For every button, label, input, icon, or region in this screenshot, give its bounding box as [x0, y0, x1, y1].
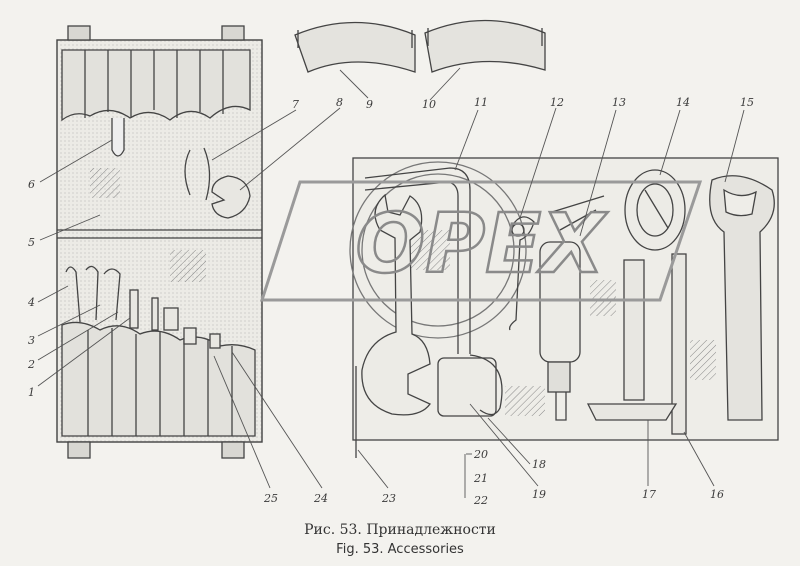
callout-22: 22	[473, 494, 488, 507]
callout-15: 15	[740, 96, 754, 109]
callout-1: 1	[28, 386, 35, 399]
tool-roll-case	[56, 25, 263, 459]
bearing-shell-9	[294, 21, 416, 73]
watermark: OPEX	[259, 180, 703, 302]
callout-2: 2	[27, 358, 35, 371]
caption-english: Fig. 53. Accessories	[336, 542, 464, 557]
callout-10: 10	[422, 98, 436, 111]
callout-4: 4	[27, 296, 35, 309]
callout-16: 16	[710, 488, 724, 501]
bearing-shell-10	[424, 19, 546, 73]
leader-lines	[37, 67, 745, 498]
callout-5: 5	[28, 236, 35, 249]
callout-6: 6	[28, 178, 35, 191]
callout-18: 18	[532, 458, 546, 471]
callout-23: 23	[381, 492, 396, 505]
callout-14: 14	[676, 96, 690, 109]
callout-17: 17	[642, 488, 656, 501]
callout-9: 9	[366, 98, 373, 111]
callout-24: 24	[313, 492, 328, 505]
callout-21: 21	[473, 472, 488, 485]
watermark-text: OPEX	[355, 197, 608, 292]
callout-11: 11	[474, 96, 488, 109]
callout-8: 8	[336, 96, 343, 109]
callout-13: 13	[612, 96, 626, 109]
callout-19: 19	[532, 488, 546, 501]
callout-labels: 1 2 3 4 5 6 7 8 9 10 11 12 13 14 15 16 1…	[27, 96, 754, 507]
caption-russian: Рис. 53. Принадлежности	[304, 522, 496, 538]
callout-25: 25	[263, 492, 278, 505]
callout-12: 12	[550, 96, 564, 109]
callout-3: 3	[28, 334, 35, 347]
callout-20: 20	[473, 448, 488, 461]
callout-7: 7	[292, 98, 299, 111]
